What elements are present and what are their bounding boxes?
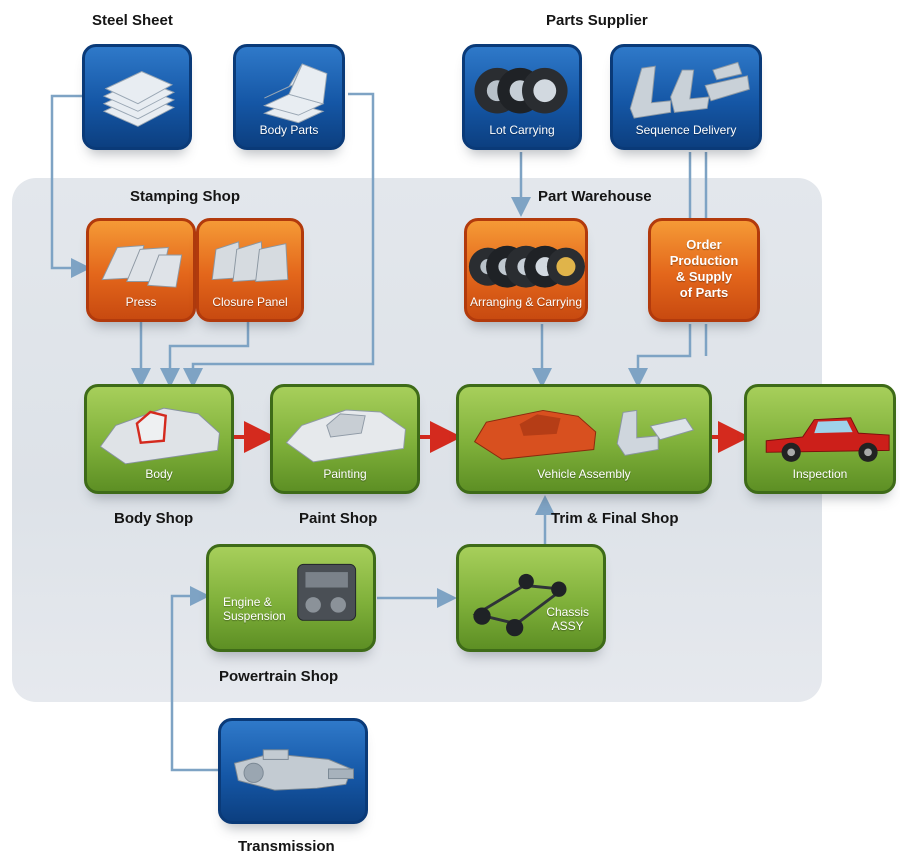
flow-bodyparts-to-body (183, 92, 375, 388)
heading-transmission: Transmission (238, 838, 335, 855)
press-panels-icon (101, 245, 183, 288)
tile-transmission[interactable] (218, 718, 368, 824)
heading-trim-final-shop: Trim & Final Shop (551, 510, 679, 527)
tile-body[interactable]: Body (84, 384, 234, 494)
flow-closure-to-body (160, 322, 250, 388)
tire-stack-icon (474, 67, 568, 114)
tile-body-parts[interactable]: Body Parts (233, 44, 345, 150)
tile-label-order-production: Order Production & Supply of Parts (669, 237, 739, 300)
tile-engine-suspension[interactable]: Engine & Suspension (206, 544, 376, 652)
flow-transmission-to-engine (170, 586, 218, 772)
tile-label-closure-panel: Closure Panel (212, 295, 288, 309)
tile-order-production[interactable]: Order Production & Supply of Parts (648, 218, 760, 322)
tile-closure-panel[interactable]: Closure Panel (196, 218, 304, 322)
heading-steel-sheet: Steel Sheet (92, 12, 173, 29)
painted-cab-icon (285, 409, 406, 463)
tile-painting[interactable]: Painting (270, 384, 420, 494)
transmission-gearbox-icon (233, 749, 354, 791)
tile-chassis-assy[interactable]: Chassis ASSY (456, 544, 606, 652)
heading-part-warehouse: Part Warehouse (538, 188, 652, 205)
tile-label-engine-suspension: Engine & Suspension (223, 595, 286, 623)
tile-label-body-parts: Body Parts (259, 123, 319, 137)
tile-press[interactable]: Press (86, 218, 196, 322)
tile-steel-sheet[interactable] (82, 44, 192, 150)
tile-vehicle-assembly[interactable]: Vehicle Assembly (456, 384, 712, 494)
heading-stamping-shop: Stamping Shop (130, 188, 240, 205)
body-parts-stack-icon (263, 63, 328, 124)
tile-label-lot-carrying: Lot Carrying (489, 123, 555, 137)
car-seats-icon (629, 61, 750, 119)
tile-label-painting: Painting (323, 467, 367, 481)
tile-label-inspection: Inspection (792, 467, 848, 481)
tile-sequence-delivery[interactable]: Sequence Delivery (610, 44, 762, 150)
tile-lot-carrying[interactable]: Lot Carrying (462, 44, 582, 150)
flow-steel-to-press (50, 94, 91, 278)
heading-parts-supplier: Parts Supplier (546, 12, 648, 29)
tile-label-body: Body (145, 467, 173, 481)
tile-label-chassis-assy: Chassis ASSY (546, 605, 589, 633)
chassis-frame-icon (472, 573, 567, 637)
tile-label-press: Press (125, 295, 157, 309)
red-pickup-truck-icon (765, 417, 890, 462)
tile-label-sequence-delivery: Sequence Delivery (635, 123, 737, 137)
door-panels-icon (211, 241, 289, 282)
heading-body-shop: Body Shop (114, 510, 194, 527)
heading-powertrain-shop: Powertrain Shop (219, 668, 339, 685)
tile-label-vehicle-assembly: Vehicle Assembly (537, 467, 631, 481)
tile-label-arranging-carrying: Arranging & Carrying (469, 295, 583, 309)
engine-block-icon (297, 563, 357, 621)
arranged-tires-icon (468, 245, 585, 288)
flow-order-to-assembly-a (628, 324, 692, 388)
steel-sheet-stack-icon (102, 71, 175, 127)
red-cab-and-seat-icon (473, 409, 695, 460)
heading-paint-shop: Paint Shop (299, 510, 378, 527)
car-body-shell-icon (99, 407, 220, 465)
tile-arranging-carrying[interactable]: Arranging & Carrying (464, 218, 588, 322)
tile-inspection[interactable]: Inspection (744, 384, 896, 494)
